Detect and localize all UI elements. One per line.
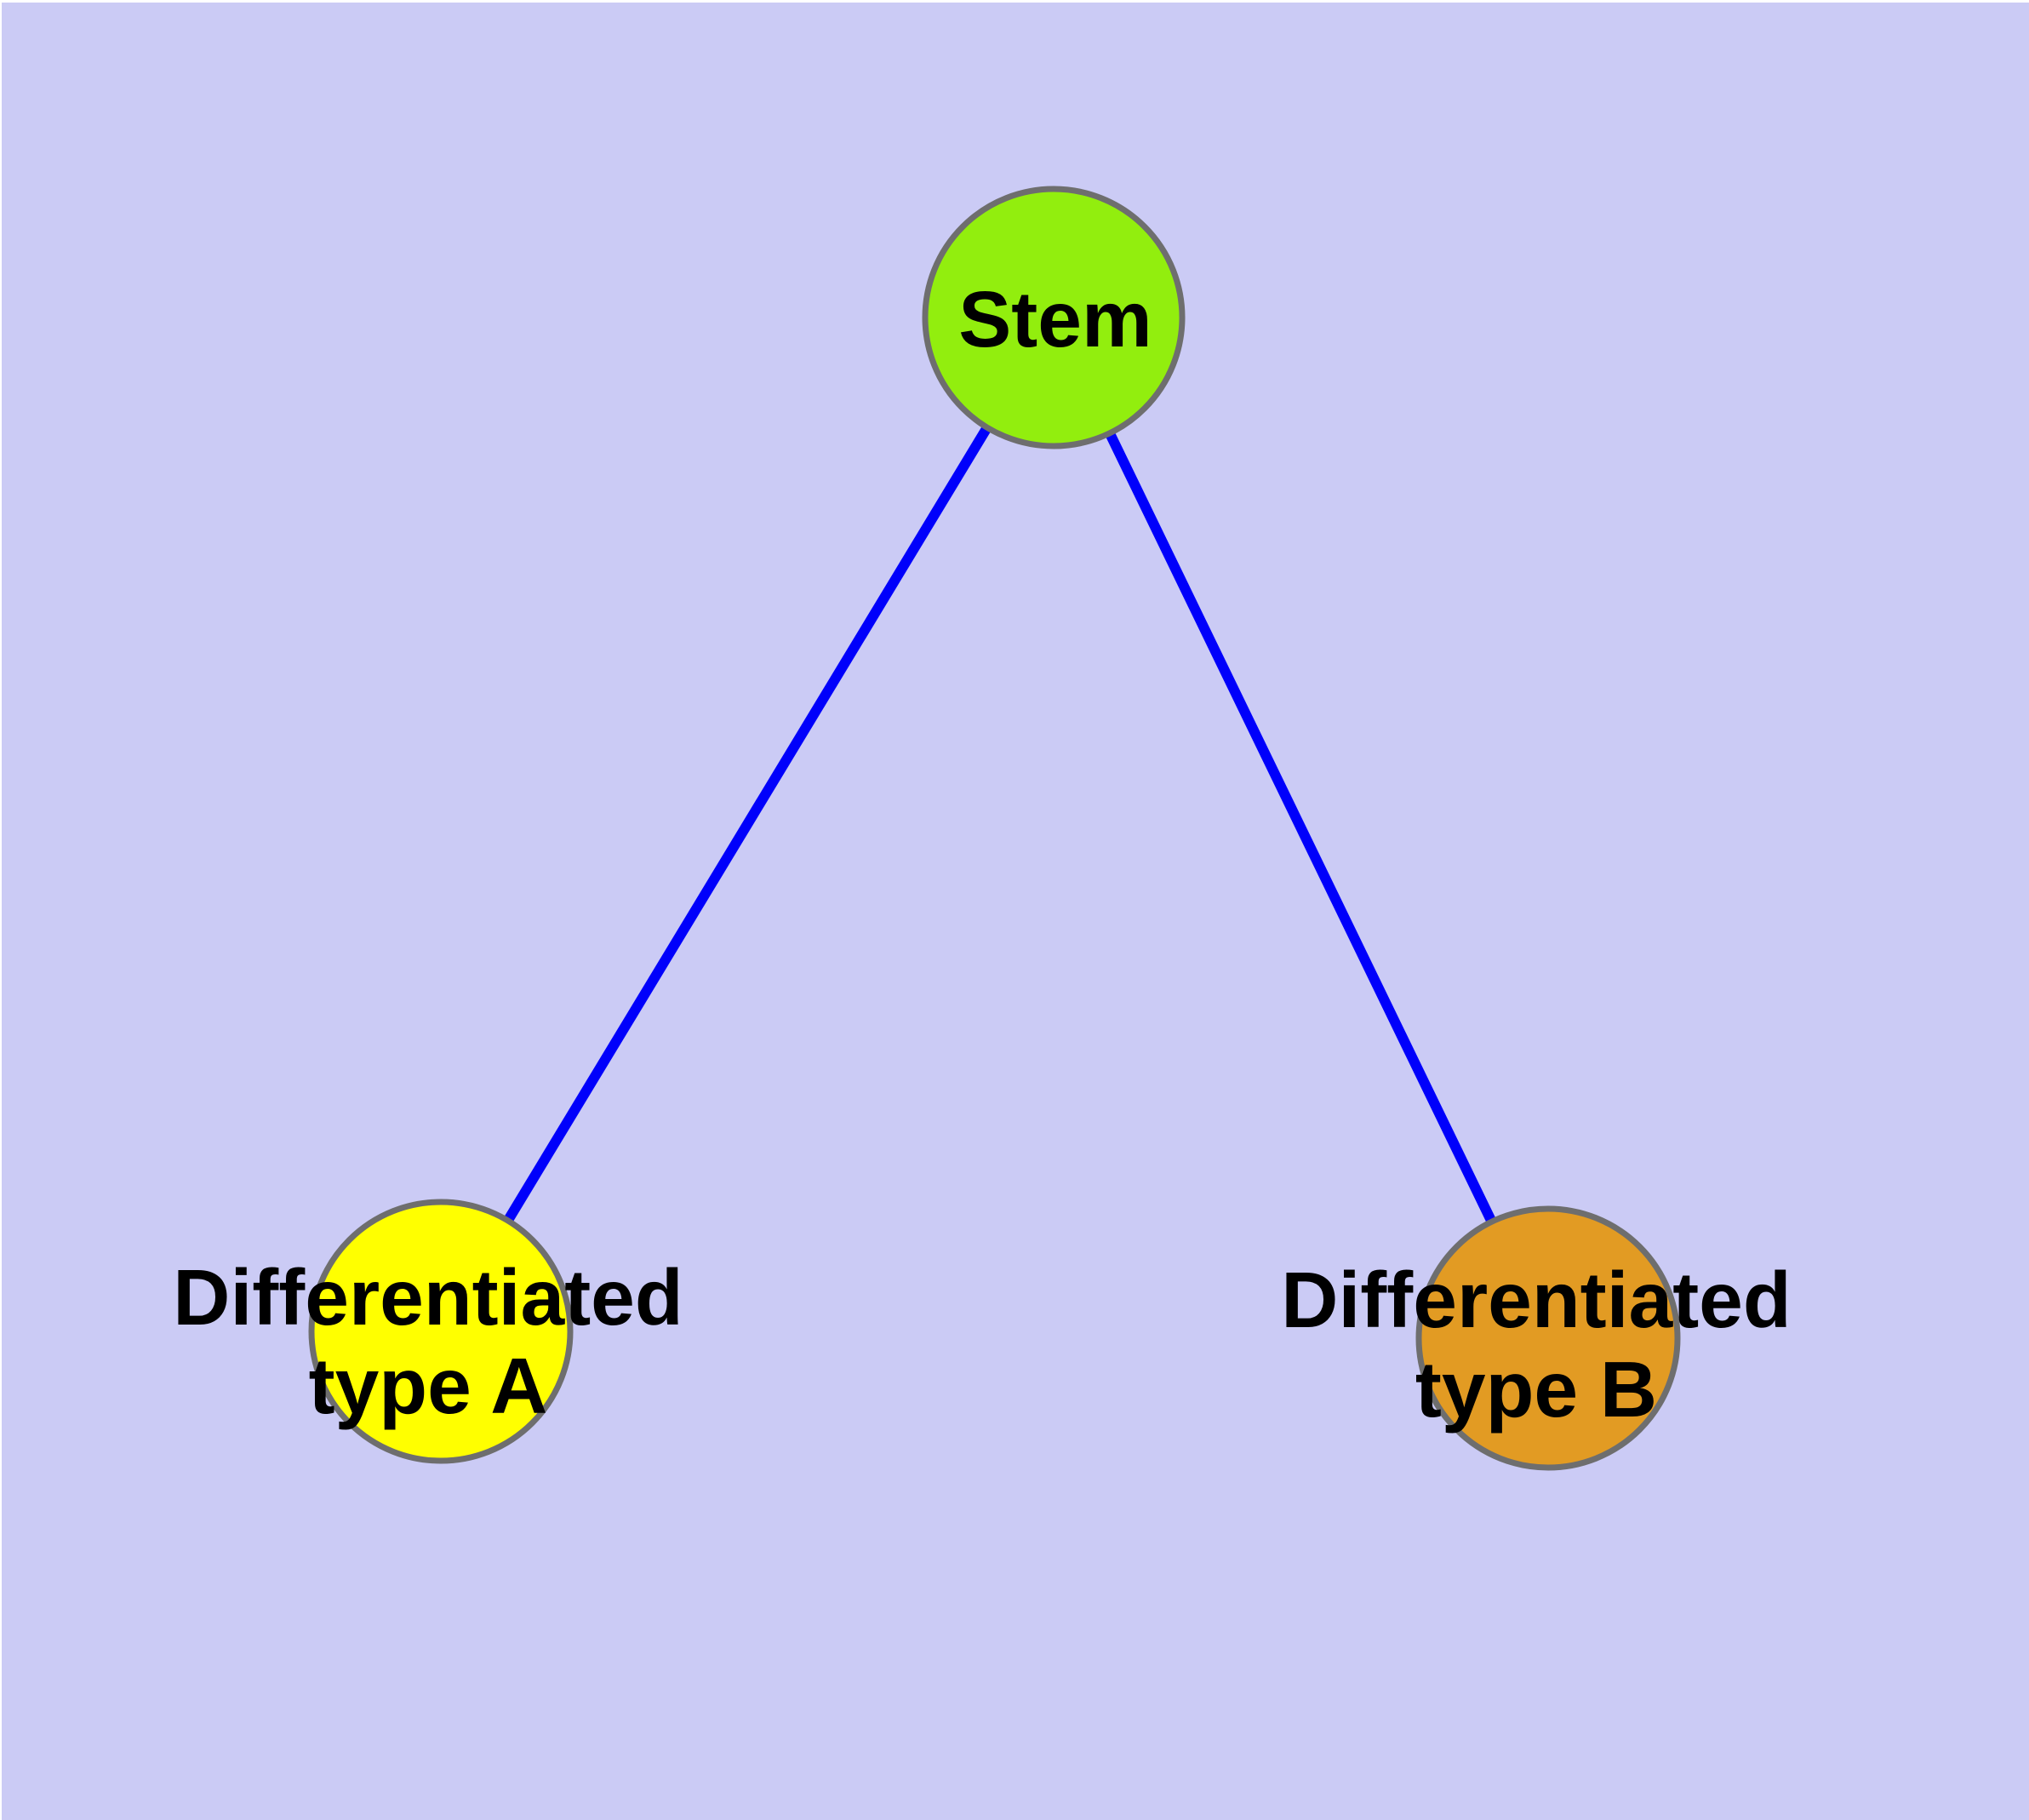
nodes-layer	[308, 186, 1681, 1471]
edge-stem-to-differentiated-type-a	[436, 314, 1059, 1335]
node-differentiated-type-b-label-line-1: Differentiated	[1281, 1256, 1791, 1344]
node-differentiated-type-b-circle	[1415, 1205, 1681, 1471]
node-stem-circle	[922, 186, 1186, 449]
node-differentiated-type-a-label-line-2: type A	[309, 1342, 548, 1430]
node-stem-label-line-1: Stem	[958, 275, 1152, 363]
edge-stem-to-differentiated-type-b	[1049, 315, 1553, 1341]
node-differentiated-type-a-circle	[308, 1199, 574, 1464]
edges-layer	[436, 314, 1553, 1341]
node-differentiated-type-a-label-line-1: Differentiated	[173, 1253, 683, 1342]
node-differentiated-type-b-label-line-2: type B	[1415, 1345, 1657, 1434]
